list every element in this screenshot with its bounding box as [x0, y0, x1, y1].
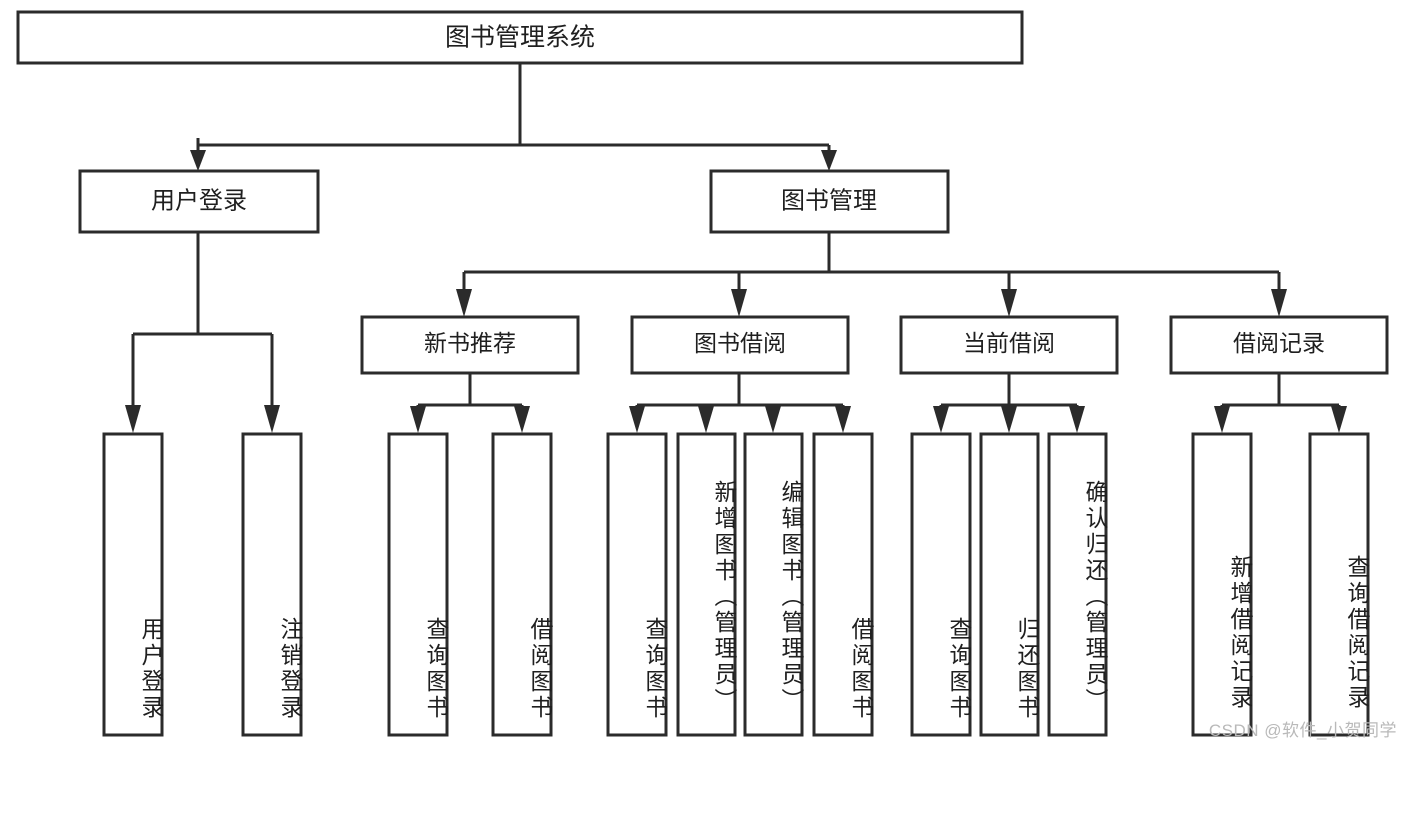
node-book-borrow-box[interactable] [630, 315, 850, 375]
node-leaf-5-box[interactable] [606, 432, 668, 737]
connector-group-user-login [125, 232, 280, 433]
arrow-icon-leaf6 [698, 406, 714, 433]
arrow-icon-leaf2 [264, 405, 280, 433]
node-book-manage[interactable]: 图书管理 [709, 169, 950, 234]
node-leaf-12-box[interactable] [1191, 432, 1253, 737]
connector-group-current-borrow [933, 373, 1085, 433]
arrow-icon-new-book-rec [456, 289, 472, 317]
hierarchy-diagram: 图书管理系统 用户登录 图书管理 新书推荐 图书借阅 当前借阅 借阅记录 [16, 10, 1389, 737]
node-current-borrow-box[interactable] [899, 315, 1119, 375]
node-book-borrow-label: 图书借阅 [694, 330, 786, 356]
connector-group-borrow-record [1214, 373, 1347, 433]
arrow-icon-book-borrow [731, 289, 747, 317]
node-borrow-record-label: 借阅记录 [1233, 330, 1325, 356]
node-borrow-record[interactable]: 借阅记录 [1169, 315, 1389, 375]
node-new-book-rec-label: 新书推荐 [424, 330, 516, 356]
arrow-icon-leaf8 [835, 406, 851, 433]
node-book-manage-label: 图书管理 [781, 187, 877, 214]
connector-group-new-book-rec [410, 373, 530, 433]
node-leaf-8-box[interactable] [812, 432, 874, 737]
node-leaf-13-box[interactable] [1308, 432, 1370, 737]
node-leaf-10-box[interactable] [979, 432, 1040, 737]
arrow-icon-leaf11 [1069, 406, 1085, 433]
arrow-icon-book-manage [821, 150, 837, 171]
node-leaf-6-box[interactable] [676, 432, 737, 737]
node-leaf-11-box[interactable] [1047, 432, 1108, 737]
node-leaf-4-box[interactable] [491, 432, 553, 737]
node-leaf-9-box[interactable] [910, 432, 972, 737]
arrow-icon-borrow-record [1271, 289, 1287, 317]
node-user-login-label: 用户登录 [151, 187, 247, 214]
node-current-borrow-label: 当前借阅 [963, 330, 1055, 356]
arrow-icon-leaf3 [410, 406, 426, 433]
arrow-icon-leaf10 [1001, 406, 1017, 433]
arrow-icon-leaf1 [125, 405, 141, 433]
arrow-icon-leaf5 [629, 406, 645, 433]
connector-group-book-manage [456, 232, 1287, 317]
node-current-borrow[interactable]: 当前借阅 [899, 315, 1119, 375]
arrow-icon-current-borrow [1001, 289, 1017, 317]
connector-group-book-borrow [629, 373, 851, 433]
arrow-icon-leaf13 [1331, 406, 1347, 433]
arrow-icon-user-login [190, 150, 206, 171]
arrow-icon-leaf12 [1214, 406, 1230, 433]
diagram-canvas: 图书管理系统 用户登录 图书管理 新书推荐 图书借阅 当前借阅 借阅记录 [16, 10, 1397, 740]
node-root-label: 图书管理系统 [445, 24, 595, 52]
node-borrow-record-box[interactable] [1169, 315, 1389, 375]
node-root[interactable]: 图书管理系统 [16, 10, 1024, 65]
node-new-book-rec[interactable]: 新书推荐 [360, 315, 580, 375]
arrow-icon-leaf4 [514, 406, 530, 433]
node-book-manage-box[interactable] [709, 169, 950, 234]
node-leaf-7-box[interactable] [743, 432, 804, 737]
node-leaf-3-box[interactable] [387, 432, 449, 737]
node-leaf-2-box[interactable] [241, 432, 303, 737]
node-book-borrow[interactable]: 图书借阅 [630, 315, 850, 375]
arrow-icon-leaf7 [765, 406, 781, 433]
arrow-icon-leaf9 [933, 406, 949, 433]
node-root-box[interactable] [16, 10, 1024, 65]
connector-group-root [190, 63, 837, 171]
node-user-login[interactable]: 用户登录 [78, 169, 320, 234]
watermark-text: CSDN @软件_小贺同学 [1208, 721, 1397, 740]
node-leaf-1-box[interactable] [102, 432, 164, 737]
node-user-login-box[interactable] [78, 169, 320, 234]
node-new-book-rec-box[interactable] [360, 315, 580, 375]
